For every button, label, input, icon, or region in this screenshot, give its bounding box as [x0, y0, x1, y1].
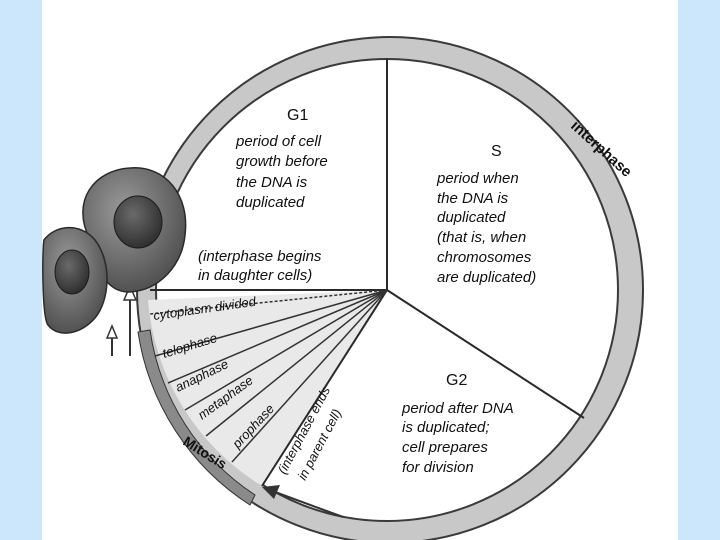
g1-line-3: the DNA is [236, 174, 308, 191]
s-title: S [491, 143, 502, 160]
g2-title: G2 [446, 372, 467, 389]
s-line-1: period when [436, 170, 519, 187]
bottom-arrow-line [274, 491, 344, 518]
g1-note-1: (interphase begins [198, 248, 322, 265]
fan-line-2 [154, 289, 388, 357]
s-line-4: (that is, when [437, 229, 526, 246]
g2-line-3: cell prepares [402, 439, 488, 456]
s-line-6: are duplicated) [437, 269, 536, 286]
g2-line-4: for division [402, 459, 474, 476]
g1-title: G1 [287, 107, 308, 124]
fan-line-4 [184, 289, 388, 411]
s-line-3: duplicated [437, 209, 506, 226]
fan-line-3 [167, 289, 388, 384]
bottom-arrowhead [262, 485, 280, 499]
fan-line-6 [231, 289, 388, 463]
s-line-2: the DNA is [437, 190, 509, 207]
arrowhead-up-1 [122, 284, 138, 301]
nucleus-back [113, 195, 163, 249]
nucleus-front [54, 249, 90, 295]
g1-note-2: in daughter cells) [198, 267, 312, 284]
g1-line-2: growth before [236, 153, 328, 170]
s-line-5: chromosomes [437, 249, 532, 266]
g1-line-4: duplicated [236, 194, 305, 211]
g2-line-1: period after DNA [401, 400, 514, 417]
divider-g2-mitosis [261, 289, 388, 487]
arrowhead-up-2 [105, 324, 119, 339]
mitosis-band [137, 329, 256, 506]
fan-line-5 [205, 289, 388, 437]
g2-line-2: is duplicated; [402, 419, 490, 436]
g1-line-1: period of cell [235, 133, 322, 150]
daughter-cells-image [42, 167, 187, 334]
divider-s-g2 [386, 289, 585, 419]
